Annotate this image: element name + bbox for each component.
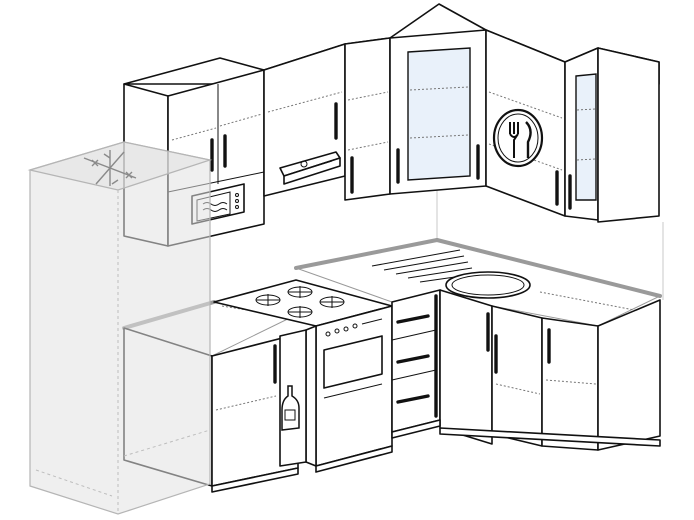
- oven-knobs: [325, 318, 383, 337]
- glass-panel: [407, 47, 471, 181]
- sink-bowl: [445, 271, 531, 299]
- drawer-handle[interactable]: [396, 314, 430, 324]
- stove: [213, 279, 393, 467]
- gas-burner-icon: [255, 286, 345, 318]
- glass-panel: [575, 73, 597, 201]
- oven-door-window: [323, 335, 383, 389]
- lower-cabinets-right: [211, 289, 661, 493]
- refrigerator: [27, 141, 213, 515]
- corner-sink-cabinet: [439, 289, 493, 445]
- range-hood: [279, 151, 341, 185]
- drawer-handle[interactable]: [396, 354, 430, 364]
- upper-glass-cabinet-right: [597, 47, 660, 223]
- drawer-handle[interactable]: [396, 394, 430, 404]
- snowflake-icon: [83, 150, 137, 186]
- lower-cabinet-corner-end: [597, 299, 661, 451]
- bottle-icon: [281, 385, 300, 431]
- lower-cabinet-right-door: [491, 305, 543, 447]
- cutlery-icon: [492, 108, 544, 168]
- wall-guides: [436, 186, 664, 300]
